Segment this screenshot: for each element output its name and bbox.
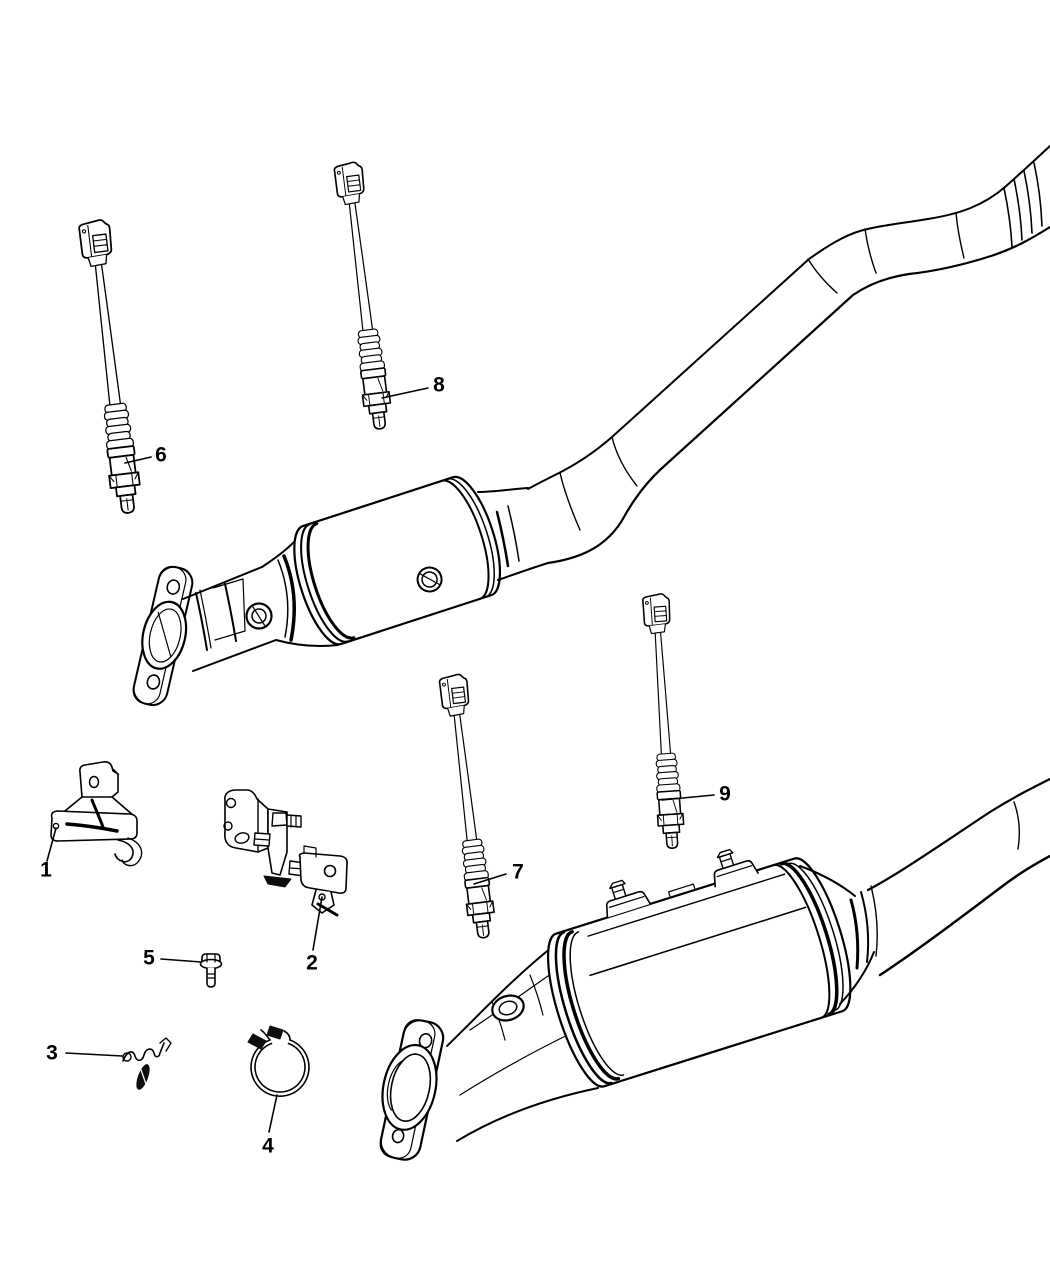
callout-1: 1 (40, 827, 57, 882)
exhaust-pipe-lower (799, 777, 1050, 1005)
oxygen-sensor-6 (77, 218, 146, 516)
callout-7: 7 (473, 861, 524, 885)
callout-7-label: 7 (512, 861, 524, 884)
bracket-1 (50, 761, 143, 867)
callouts: 1 2 3 4 5 6 7 8 (40, 374, 731, 1158)
callout-3: 3 (46, 1042, 123, 1065)
callout-8-label: 8 (433, 374, 445, 397)
exhaust-pipe-upper (527, 145, 1050, 565)
callout-6: 6 (124, 444, 167, 467)
lower-converter-shell (546, 842, 852, 1088)
callout-2: 2 (306, 896, 323, 975)
callout-8-leader (381, 387, 429, 399)
callout-2-label: 2 (306, 952, 318, 975)
upper-converter-flange (132, 565, 194, 707)
callout-2-leader (312, 896, 323, 951)
clip-3 (122, 1037, 172, 1090)
upper-catalytic-converter (132, 475, 549, 707)
lower-catalytic-converter (379, 777, 1050, 1161)
callout-4-leader (268, 1094, 278, 1133)
callout-5-label: 5 (143, 947, 155, 970)
oxygen-sensor-9 (641, 592, 688, 850)
bracket-2 (223, 789, 348, 917)
callout-8: 8 (381, 374, 445, 399)
bolt-5 (199, 953, 223, 988)
callout-9-label: 9 (719, 783, 731, 806)
callout-3-leader (65, 1052, 123, 1057)
callout-5: 5 (143, 947, 202, 970)
oxygen-sensor-7 (437, 672, 499, 941)
callout-4-label: 4 (262, 1135, 274, 1158)
lower-converter-sensor-boss (491, 994, 525, 1022)
lower-converter-flange (379, 1019, 445, 1161)
callout-1-leader (46, 827, 57, 862)
oxygen-sensor-8 (332, 160, 396, 432)
callout-5-leader (160, 958, 202, 963)
pipe-sleeve-joint (1003, 162, 1043, 248)
upper-converter-shell (293, 475, 502, 646)
clamp-4 (247, 1025, 310, 1097)
callout-3-label: 3 (46, 1042, 58, 1065)
callout-7-leader (473, 873, 507, 885)
callout-9-leader (661, 794, 715, 801)
callout-6-leader (124, 456, 152, 464)
callout-9: 9 (661, 783, 731, 806)
callout-4: 4 (262, 1094, 278, 1158)
callout-6-label: 6 (155, 444, 167, 467)
callout-1-label: 1 (40, 859, 52, 882)
